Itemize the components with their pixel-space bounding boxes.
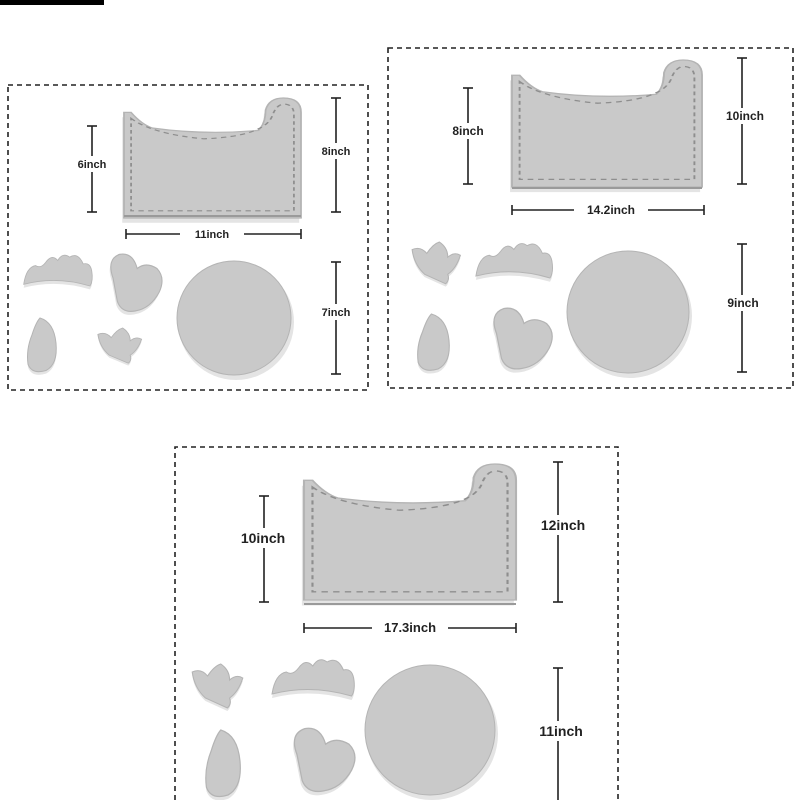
set-large-width-label: 17.3inch xyxy=(384,620,436,635)
set-medium-star-piece xyxy=(411,241,461,287)
set-large-pad-label: 11inch xyxy=(539,723,583,739)
set-large-back-label: 10inch xyxy=(241,530,285,546)
set-large-star-piece xyxy=(191,663,244,711)
set-small-drop-piece xyxy=(26,317,57,375)
set-medium-width-dim: 14.2inch xyxy=(511,202,705,218)
set-small-total-dim: 8inch xyxy=(314,97,358,213)
set-medium-total-dim: 10inch xyxy=(718,57,768,185)
top-bar xyxy=(0,0,104,5)
set-small-back-label: 6inch xyxy=(78,159,107,171)
set-large-crown-piece xyxy=(271,659,355,700)
set-medium-frame xyxy=(387,47,794,389)
set-medium-round-pad xyxy=(566,250,692,378)
set-small-back-dim: 6inch xyxy=(72,125,112,213)
set-small-star-piece xyxy=(97,327,143,366)
set-large-heart-piece xyxy=(293,727,356,796)
set-small-round-pad xyxy=(176,260,294,380)
set-small-seat-piece xyxy=(122,97,302,223)
set-large-width-dim: 17.3inch xyxy=(303,618,517,638)
set-medium-seat-piece xyxy=(510,59,703,193)
set-small: 6inch 8inch 11inch xyxy=(7,84,369,391)
set-large-frame xyxy=(174,446,619,800)
set-medium-crown-piece xyxy=(475,243,554,282)
set-large: 10inch 12inch 17.3inch xyxy=(174,446,619,800)
set-large-drop-piece xyxy=(205,729,241,800)
set-medium: 8inch 10inch 14.2inch xyxy=(387,47,794,389)
set-large-total-label: 12inch xyxy=(541,517,585,533)
set-medium-pad-label: 9inch xyxy=(727,296,758,310)
set-large-total-dim: 12inch xyxy=(534,461,592,603)
set-small-width-label: 11inch xyxy=(195,229,230,241)
set-medium-back-label: 8inch xyxy=(452,124,483,138)
set-small-total-label: 8inch xyxy=(322,146,351,158)
set-small-crown-piece xyxy=(23,254,93,290)
set-large-seat-piece xyxy=(301,462,518,606)
set-small-heart-piece xyxy=(109,253,163,315)
set-small-pad-label: 7inch xyxy=(322,307,351,319)
set-medium-width-label: 14.2inch xyxy=(587,203,635,217)
set-medium-heart-piece xyxy=(492,307,553,373)
set-medium-back-dim: 8inch xyxy=(446,87,490,185)
set-medium-total-label: 10inch xyxy=(726,109,764,123)
set-medium-pad-dim: 9inch xyxy=(720,243,766,373)
set-small-pad-dim: 7inch xyxy=(314,261,358,375)
set-small-width-dim: 11inch xyxy=(125,226,302,242)
set-large-pad-dim: 11inch xyxy=(534,667,592,800)
set-medium-drop-piece xyxy=(417,313,450,374)
set-large-back-dim: 10inch xyxy=(234,495,294,603)
set-small-frame xyxy=(7,84,369,391)
set-large-round-pad xyxy=(364,664,498,800)
